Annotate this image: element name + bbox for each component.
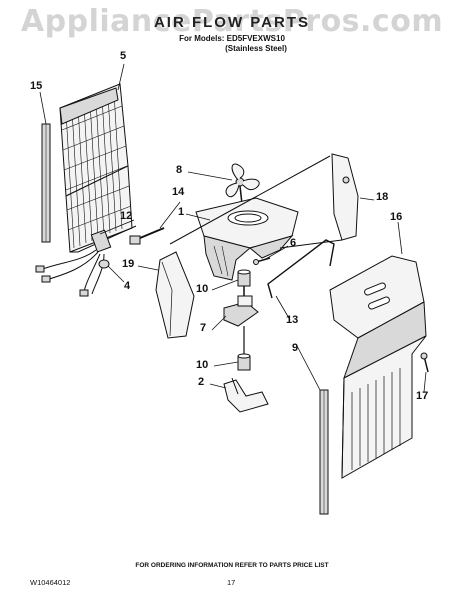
part-10-grommet-upper — [237, 269, 251, 287]
part-1-duct-housing — [195, 197, 299, 281]
callout-12: 12 — [120, 210, 133, 222]
callout-17: 17 — [416, 390, 429, 402]
watermark-text: AppliancePartsPros.com — [20, 4, 444, 39]
callout-14: 14 — [172, 186, 185, 198]
callout-2: 2 — [198, 376, 205, 388]
part-18-upper-panel — [169, 153, 359, 249]
part-2-motor-bracket — [223, 377, 269, 413]
part-16-evaporator-cover — [329, 255, 427, 479]
part-6-screw — [253, 257, 271, 265]
part-7-fan-motor — [223, 286, 259, 356]
callout-4: 4 — [124, 280, 131, 292]
callout-10-lower: 10 — [196, 359, 209, 371]
callout-19: 19 — [122, 258, 135, 270]
document-number: W10464012 — [30, 578, 71, 587]
callout-1: 1 — [178, 206, 185, 218]
models-line: For Models: ED5FVEXWS10 — [179, 34, 285, 43]
callout-10-upper: 10 — [196, 283, 209, 295]
part-13-wire-bracket — [267, 239, 335, 299]
callout-6: 6 — [290, 237, 297, 249]
part-10-grommet-lower — [237, 353, 251, 371]
variant-line: (Stainless Steel) — [225, 44, 287, 53]
diagram-title: AIR FLOW PARTS — [153, 14, 311, 31]
part-19-foam-panel — [155, 251, 195, 339]
callout-9: 9 — [292, 342, 299, 354]
callout-16: 16 — [390, 211, 403, 223]
callout-7: 7 — [200, 322, 207, 334]
callout-13: 13 — [286, 314, 299, 326]
part-17-screw — [420, 352, 429, 373]
callout-5: 5 — [120, 50, 127, 62]
callout-15: 15 — [30, 80, 43, 92]
part-5-panel — [59, 83, 137, 253]
part-9-strip — [319, 389, 329, 515]
part-12-harness — [35, 229, 112, 297]
part-14-sensor — [129, 227, 165, 245]
leader-lines — [39, 63, 427, 393]
callout-8: 8 — [176, 164, 183, 176]
page-number: 17 — [227, 578, 236, 587]
ordering-note: FOR ORDERING INFORMATION REFER TO PARTS … — [135, 562, 329, 569]
callout-18: 18 — [376, 191, 389, 203]
part-15-strip — [41, 123, 51, 243]
